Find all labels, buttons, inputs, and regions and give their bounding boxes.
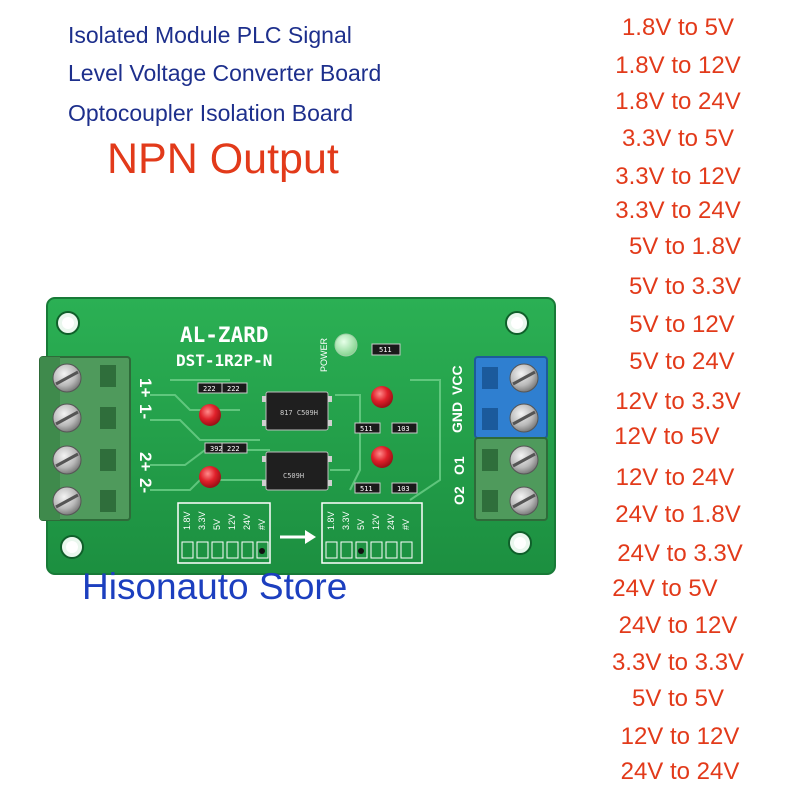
led-indicators	[199, 333, 393, 488]
optocoupler-chip: 817 C509H	[262, 391, 332, 431]
output-pin-labels: VCC GND O1 O2	[449, 365, 467, 505]
pin-label: 1-	[136, 404, 155, 419]
input-voltage-selector: 1.8V 3.3V 5V 12V 24V #V	[177, 502, 271, 564]
led-red	[371, 386, 393, 408]
output-terminal-block	[474, 356, 548, 521]
pin-label: 1+	[136, 378, 155, 397]
svg-text:#V: #V	[401, 519, 411, 530]
store-name: Hisonauto Store	[82, 566, 348, 607]
svg-text:12V: 12V	[371, 514, 381, 530]
resistor: 511	[354, 422, 381, 434]
pin-label: 2+	[136, 452, 155, 471]
power-label: POWER	[319, 337, 329, 372]
screw-terminal	[509, 445, 539, 475]
led-red	[371, 446, 393, 468]
svg-text:222: 222	[227, 385, 240, 393]
svg-text:3.3V: 3.3V	[341, 511, 351, 530]
svg-text:1.8V: 1.8V	[182, 511, 192, 530]
conversion-item: 12V to 5V	[614, 423, 720, 450]
pin-label: VCC	[449, 365, 465, 395]
svg-text:24V: 24V	[242, 514, 252, 530]
product-title-line: Level Voltage Converter Board	[68, 60, 382, 86]
pin-label: O2	[451, 486, 467, 505]
svg-text:392: 392	[210, 445, 223, 453]
conversion-item: 3.3V to 3.3V	[611, 649, 745, 676]
conversion-item: 1.8V to 24V	[615, 88, 741, 115]
svg-text:222: 222	[227, 445, 240, 453]
conversion-item: 24V to 1.8V	[615, 501, 741, 528]
led-red	[199, 466, 221, 488]
conversion-item: 12V to 3.3V	[615, 388, 741, 415]
svg-text:12V: 12V	[227, 514, 237, 530]
conversion-item: 5V to 24V	[629, 348, 735, 375]
screw-terminal	[509, 403, 539, 433]
screw-terminal	[509, 363, 539, 393]
svg-text:222: 222	[203, 385, 216, 393]
screw-terminal	[52, 403, 82, 433]
pin-label: O1	[451, 456, 467, 475]
optocoupler-chip: C509H	[262, 451, 332, 491]
input-terminal-block	[39, 356, 131, 521]
screw-terminal	[52, 486, 82, 516]
conversion-item: 5V to 5V	[631, 685, 725, 712]
screw-terminal	[52, 363, 82, 393]
resistor: 511	[371, 343, 401, 356]
headline-npn-output: NPN Output	[107, 135, 339, 183]
led-red	[199, 404, 221, 426]
conversion-item: 3.3V to 5V	[621, 125, 735, 152]
output-voltage-selector: 1.8V 3.3V 5V 12V 24V #V	[321, 502, 423, 564]
svg-text:511: 511	[360, 425, 373, 433]
arrow-right-icon	[280, 530, 316, 544]
product-title-line: Isolated Module PLC Signal	[68, 22, 352, 48]
svg-text:5V: 5V	[356, 519, 366, 530]
optocouplers: 817 C509H C509H	[262, 391, 332, 491]
pin-label: 2-	[136, 478, 155, 493]
svg-text:#V: #V	[257, 519, 267, 530]
conversion-item: 12V to 12V	[620, 723, 740, 750]
mounting-holes	[56, 311, 532, 559]
screw-terminal	[509, 486, 539, 516]
svg-text:511: 511	[379, 346, 392, 354]
conversion-item: 5V to 12V	[629, 311, 735, 338]
conversion-item: 24V to 12V	[618, 612, 738, 639]
conversion-item: 5V to 1.8V	[628, 233, 742, 260]
svg-text:C509H: C509H	[283, 472, 304, 480]
conversion-item: 5V to 3.3V	[628, 273, 742, 300]
conversion-item: 1.8V to 12V	[615, 52, 741, 79]
model-label: DST-1R2P-N	[176, 351, 272, 370]
conversion-item: 3.3V to 24V	[615, 197, 741, 224]
svg-text:5V: 5V	[212, 519, 222, 530]
resistor: 222	[221, 442, 248, 454]
conversion-item: 12V to 24V	[615, 464, 735, 491]
conversion-item: 3.3V to 12V	[615, 163, 741, 190]
conversion-item: 24V to 3.3V	[617, 540, 743, 567]
svg-text:817 C509H: 817 C509H	[280, 409, 318, 417]
screw-terminal	[52, 445, 82, 475]
conversion-item: 24V to 5V	[612, 575, 718, 602]
svg-text:1.8V: 1.8V	[326, 511, 336, 530]
resistor: 222	[221, 382, 248, 394]
svg-text:103: 103	[397, 485, 410, 493]
svg-text:103: 103	[397, 425, 410, 433]
power-led	[334, 333, 358, 357]
svg-text:3.3V: 3.3V	[197, 511, 207, 530]
resistor: 511	[354, 482, 381, 494]
svg-text:511: 511	[360, 485, 373, 493]
resistor: 103	[391, 482, 418, 494]
smd-resistors: 222 222 392 222 511 511 103 511 103	[197, 343, 418, 494]
product-title-line: Optocoupler Isolation Board	[68, 100, 354, 126]
input-pin-labels: 1+ 1- 2+ 2-	[136, 378, 155, 493]
svg-text:24V: 24V	[386, 514, 396, 530]
brand-label: AL-ZARD	[180, 323, 269, 347]
resistor: 222	[197, 382, 224, 394]
conversion-item: 1.8V to 5V	[621, 14, 735, 41]
resistor: 103	[391, 422, 418, 434]
conversion-item: 24V to 24V	[620, 758, 740, 785]
pin-label: GND	[449, 402, 465, 433]
